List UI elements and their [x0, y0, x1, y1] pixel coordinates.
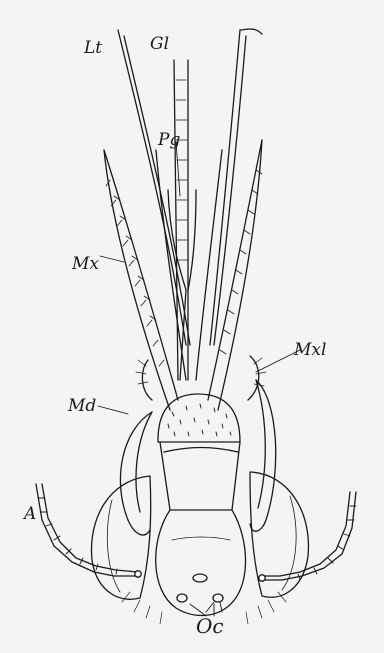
ocelli [177, 574, 223, 612]
clypeus [160, 442, 240, 510]
labrum [158, 394, 240, 442]
maxillary-lobes [136, 356, 266, 400]
label-pg: Pg [158, 132, 180, 149]
antenna-left [36, 484, 141, 577]
label-gl: Gl [150, 36, 169, 53]
label-a: A [24, 506, 36, 523]
antenna-right [259, 492, 356, 581]
inner-maxillary-blades [156, 150, 222, 380]
label-lt: Lt [84, 40, 102, 57]
leader-lines [98, 142, 300, 616]
label-oc: Oc [196, 616, 224, 636]
vertex [156, 510, 246, 616]
maxilla-right [208, 140, 262, 410]
labial-palps [118, 29, 262, 345]
label-md: Md [68, 398, 96, 415]
glossa [174, 60, 188, 380]
mandible-left [120, 412, 152, 535]
maxilla-left [104, 150, 178, 410]
mandible-right [250, 380, 276, 531]
label-mx: Mx [72, 256, 99, 273]
label-mxl: Mxl [294, 342, 326, 359]
